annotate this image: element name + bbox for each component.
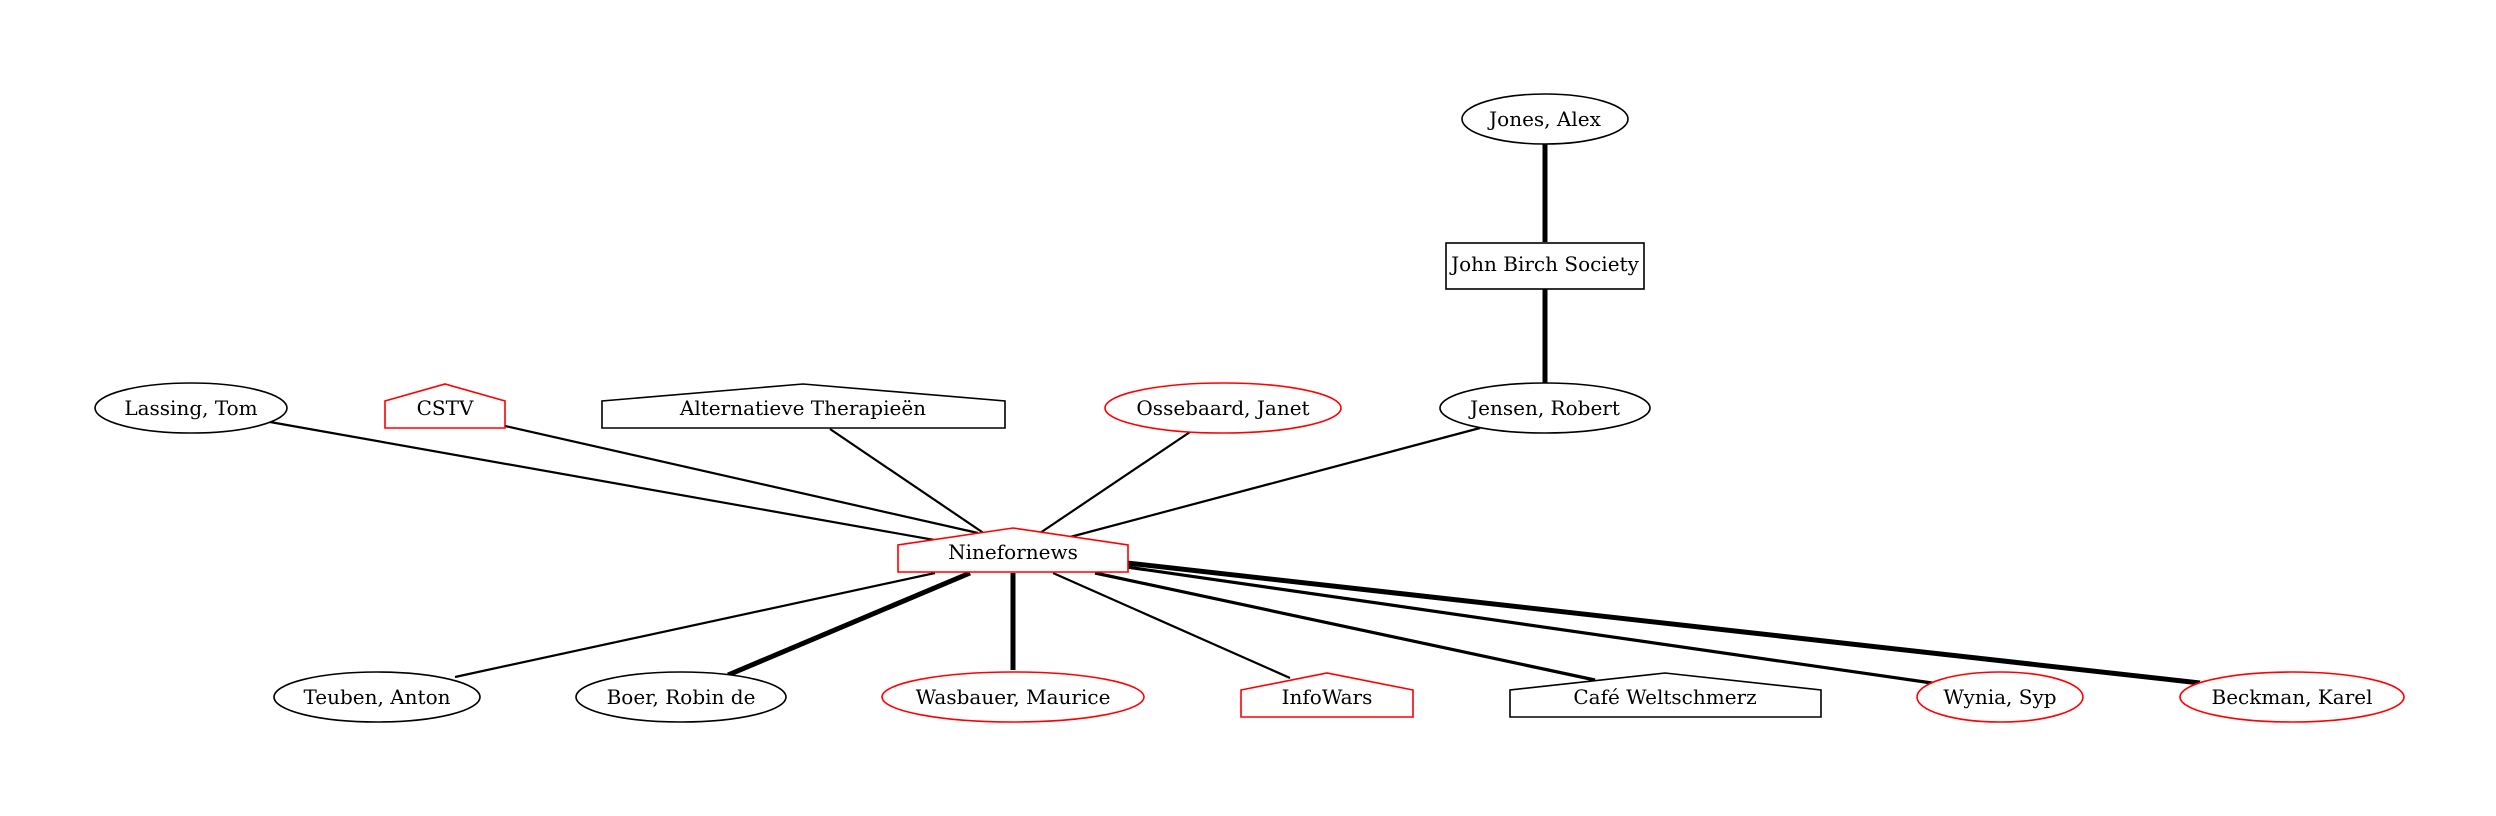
node-label: Jensen, Robert — [1468, 396, 1620, 420]
node-beckman[interactable]: Beckman, Karel — [2179, 671, 2405, 723]
node-label: Boer, Robin de — [607, 685, 756, 709]
edge-nine-cafe — [1094, 571, 1596, 682]
edge-alt-nine — [829, 428, 986, 535]
node-teuben[interactable]: Teuben, Anton — [273, 671, 481, 723]
node-label: Teuben, Anton — [303, 685, 450, 709]
edges — [269, 144, 2201, 686]
node-label: Ossebaard, Janet — [1136, 396, 1309, 420]
node-label: John Birch Society — [1449, 252, 1639, 276]
edge-nine-boer — [727, 570, 971, 678]
edge-nine-beckman — [1126, 560, 2201, 686]
node-infowars[interactable]: InfoWars — [1240, 672, 1414, 718]
node-ninefornews[interactable]: Ninefornews — [897, 527, 1129, 573]
edge-lassing-nine — [269, 420, 941, 543]
node-cstv[interactable]: CSTV — [384, 383, 506, 429]
edge-nine-infowars — [1052, 571, 1291, 680]
node-label: Wasbauer, Maurice — [916, 685, 1111, 709]
node-lassing[interactable]: Lassing, Tom — [94, 382, 288, 434]
node-jensen[interactable]: Jensen, Robert — [1439, 382, 1651, 434]
node-label: CSTV — [417, 396, 474, 420]
node-john-birch-society[interactable]: John Birch Society — [1445, 242, 1645, 290]
edge-nine-wynia — [1126, 565, 1933, 685]
node-wasbauer[interactable]: Wasbauer, Maurice — [881, 671, 1145, 723]
node-label: Alternatieve Therapieën — [679, 396, 926, 420]
edge-nine-teuben — [454, 571, 936, 679]
node-alternatieve-therapieen[interactable]: Alternatieve Therapieën — [601, 383, 1006, 429]
node-label: Café Weltschmerz — [1573, 685, 1756, 709]
node-label: Lassing, Tom — [124, 396, 257, 420]
node-label: Beckman, Karel — [2212, 685, 2373, 709]
node-boer[interactable]: Boer, Robin de — [575, 671, 787, 723]
node-wynia[interactable]: Wynia, Syp — [1916, 671, 2084, 723]
edge-ossebaard-nine — [1039, 431, 1191, 534]
node-label: Wynia, Syp — [1943, 685, 2056, 709]
node-label: Jones, Alex — [1487, 107, 1601, 131]
node-jones[interactable]: Jones, Alex — [1461, 93, 1629, 145]
edge-cstv-nine — [504, 424, 979, 535]
node-label: InfoWars — [1282, 685, 1373, 709]
edge-jensen-nine — [1069, 426, 1481, 539]
node-ossebaard[interactable]: Ossebaard, Janet — [1104, 382, 1342, 434]
node-label: Ninefornews — [948, 540, 1078, 564]
node-cafe-weltschmerz[interactable]: Café Weltschmerz — [1509, 672, 1822, 718]
